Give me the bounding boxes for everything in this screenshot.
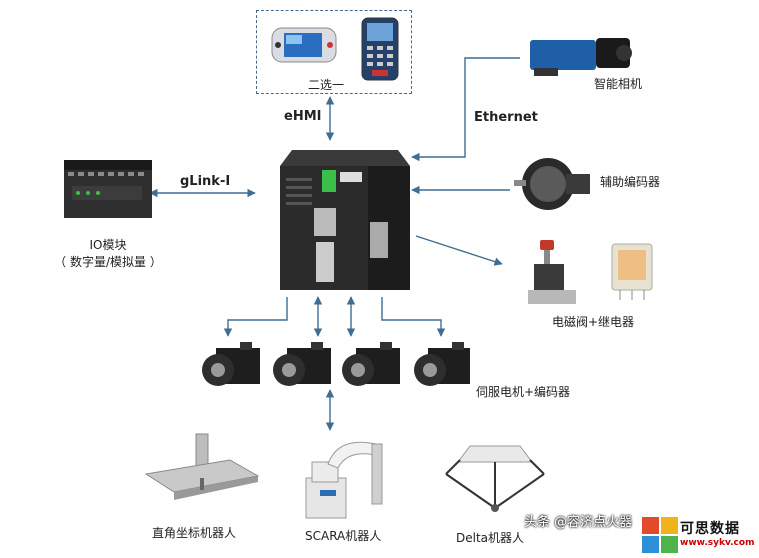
- site-logo: 可思数据 www.sykv.com: [642, 517, 754, 553]
- servo-motor-1: [202, 342, 260, 386]
- smart-camera-device: [530, 38, 632, 76]
- aux-encoder-device: [514, 158, 590, 210]
- logo-text: 可思数据: [680, 521, 740, 537]
- glink-label: gLink-I: [180, 174, 231, 189]
- author-watermark: 头条 @容济点火器: [524, 515, 633, 530]
- io-module-label: IO模块: [89, 238, 127, 252]
- valve-relay-device: [528, 240, 653, 304]
- aux-encoder-label: 辅助编码器: [600, 175, 661, 189]
- scara-robot-label: SCARA机器人: [305, 529, 382, 543]
- ethernet-link: [411, 57, 520, 162]
- servo-link-1: [223, 297, 288, 337]
- choose-one-label: 二选一: [308, 78, 345, 92]
- valve-relay-label: 电磁阀+继电器: [552, 315, 635, 329]
- servo-encoder-label: 伺服电机+编码器: [476, 385, 571, 399]
- servo-motor-4: [414, 342, 470, 386]
- hmi-pendant-icon: [361, 17, 399, 81]
- scara-robot-device: [305, 441, 383, 519]
- servo-motors-group: [202, 342, 470, 386]
- io-module-sublabel: （ 数字量/模拟量 ）: [54, 255, 162, 269]
- controller-device: [280, 150, 410, 290]
- valve-link: [415, 235, 503, 266]
- hmi-option-box: [256, 10, 412, 94]
- delta-robot-label: Delta机器人: [456, 531, 525, 545]
- servo-link-4: [381, 297, 446, 337]
- smart-camera-label: 智能相机: [594, 77, 643, 91]
- cartesian-robot-label: 直角坐标机器人: [152, 526, 237, 540]
- logo-url: www.sykv.com: [680, 538, 755, 548]
- ehmi-label: eHMI: [284, 109, 322, 124]
- hmi-tablet-icon: [271, 27, 337, 63]
- ethernet-label: Ethernet: [474, 110, 538, 125]
- servo-motor-2: [273, 342, 331, 386]
- delta-robot-device: [445, 445, 545, 512]
- cartesian-robot-device: [144, 433, 260, 500]
- servo-motor-3: [342, 342, 400, 386]
- io-module-device: [64, 160, 152, 218]
- logo-mark-icon: [642, 517, 678, 553]
